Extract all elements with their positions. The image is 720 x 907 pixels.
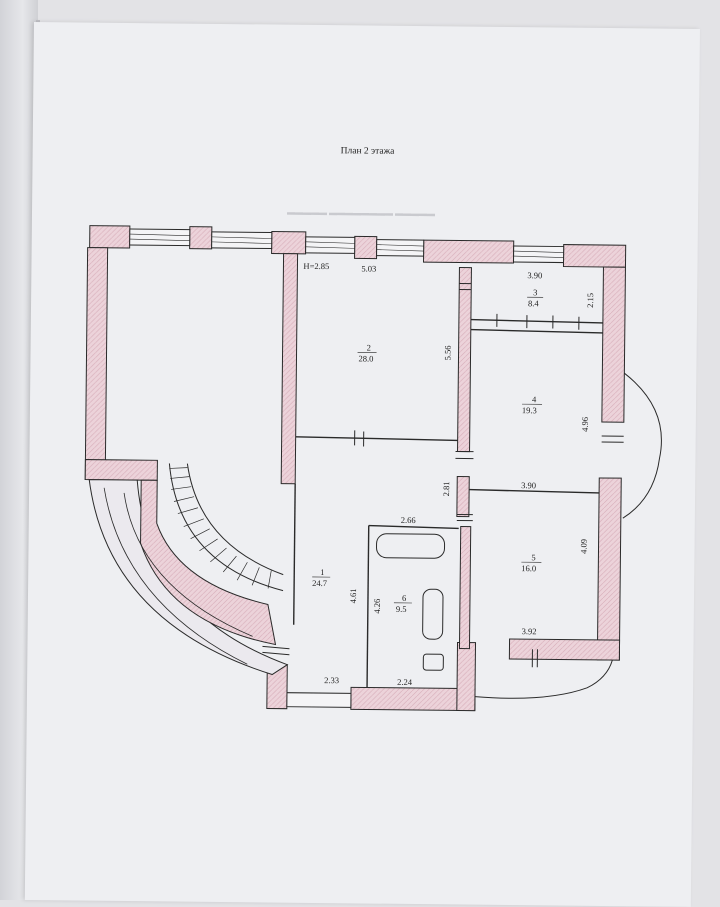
wall-segment xyxy=(424,240,514,263)
wall-pier xyxy=(355,236,377,258)
document-page: План 2 этажа ▬▬▬▬▬ ▬▬▬▬▬▬▬▬ ▬▬▬▬▬ xyxy=(25,22,700,907)
room-number: 1 xyxy=(320,567,324,577)
sink-icon xyxy=(423,589,444,639)
floor-plan-drawing: План 2 этажа ▬▬▬▬▬ ▬▬▬▬▬▬▬▬ ▬▬▬▬▬ xyxy=(25,22,700,889)
dimension-label: 2.81 xyxy=(441,481,451,496)
dimension-label: 4.96 xyxy=(580,417,590,432)
bathroom-fixtures xyxy=(375,534,444,671)
wall-corner-top-right xyxy=(563,245,625,268)
room-number: 6 xyxy=(402,593,406,603)
dimension-label: 2.24 xyxy=(397,677,413,687)
wall-interior-right xyxy=(458,267,472,451)
room-number: 2 xyxy=(367,343,371,353)
dimension-label: 4.26 xyxy=(372,599,382,614)
wall-bottom-step xyxy=(457,642,476,710)
wall-right-upper xyxy=(602,267,626,422)
wall-interior-right xyxy=(457,476,469,516)
balcony-outline xyxy=(475,659,612,700)
room-area: 24.7 xyxy=(312,578,327,588)
room-number: 5 xyxy=(531,552,535,562)
wall-left xyxy=(85,248,107,480)
wall-interior xyxy=(281,254,297,484)
dimension-label: 3.90 xyxy=(527,270,542,280)
room-area: 19.3 xyxy=(522,405,537,415)
dimension-label: 3.92 xyxy=(522,626,537,636)
plan-labels: H=2.85 5.03 3.90 2.15 5.56 4.96 2.81 3.9… xyxy=(299,261,595,689)
partitions xyxy=(293,318,603,690)
bay-window xyxy=(623,373,662,518)
dimension-label: 5.56 xyxy=(442,345,452,360)
walls xyxy=(83,226,626,713)
wall-pier xyxy=(190,227,212,249)
window-bottom xyxy=(287,693,351,708)
plan-title: План 2 этажа xyxy=(341,146,396,157)
wall-pier xyxy=(272,232,306,254)
room-number: 4 xyxy=(532,394,537,404)
toilet-icon xyxy=(423,654,443,670)
dimension-label: 5.03 xyxy=(361,263,376,273)
room-area: 16.0 xyxy=(521,563,536,573)
wall-corner-top-left xyxy=(90,226,130,248)
bleed-through-text: ▬▬▬▬▬ ▬▬▬▬▬▬▬▬ ▬▬▬▬▬ xyxy=(287,208,435,219)
wall-left-bottom xyxy=(85,460,157,481)
bathtub-icon xyxy=(376,534,444,559)
wall-right-lower xyxy=(597,478,621,660)
ceiling-height-label: H=2.85 xyxy=(303,261,329,271)
wall-bottom-right xyxy=(509,639,619,660)
room-area: 28.0 xyxy=(358,353,373,363)
dimension-label: 4.61 xyxy=(348,588,358,603)
wall-interior-right-lower xyxy=(459,526,470,648)
dimension-label: 4.09 xyxy=(578,539,588,554)
room-area: 8.4 xyxy=(528,298,539,308)
dimension-label: 2.15 xyxy=(585,293,595,308)
dimension-label: 3.90 xyxy=(521,480,536,490)
dimension-label: 2.33 xyxy=(324,675,339,685)
dimension-label: 2.66 xyxy=(401,515,416,525)
room-number: 3 xyxy=(533,287,537,297)
staircase xyxy=(87,463,289,675)
door-marks xyxy=(262,281,625,668)
room-area: 9.5 xyxy=(396,604,407,614)
